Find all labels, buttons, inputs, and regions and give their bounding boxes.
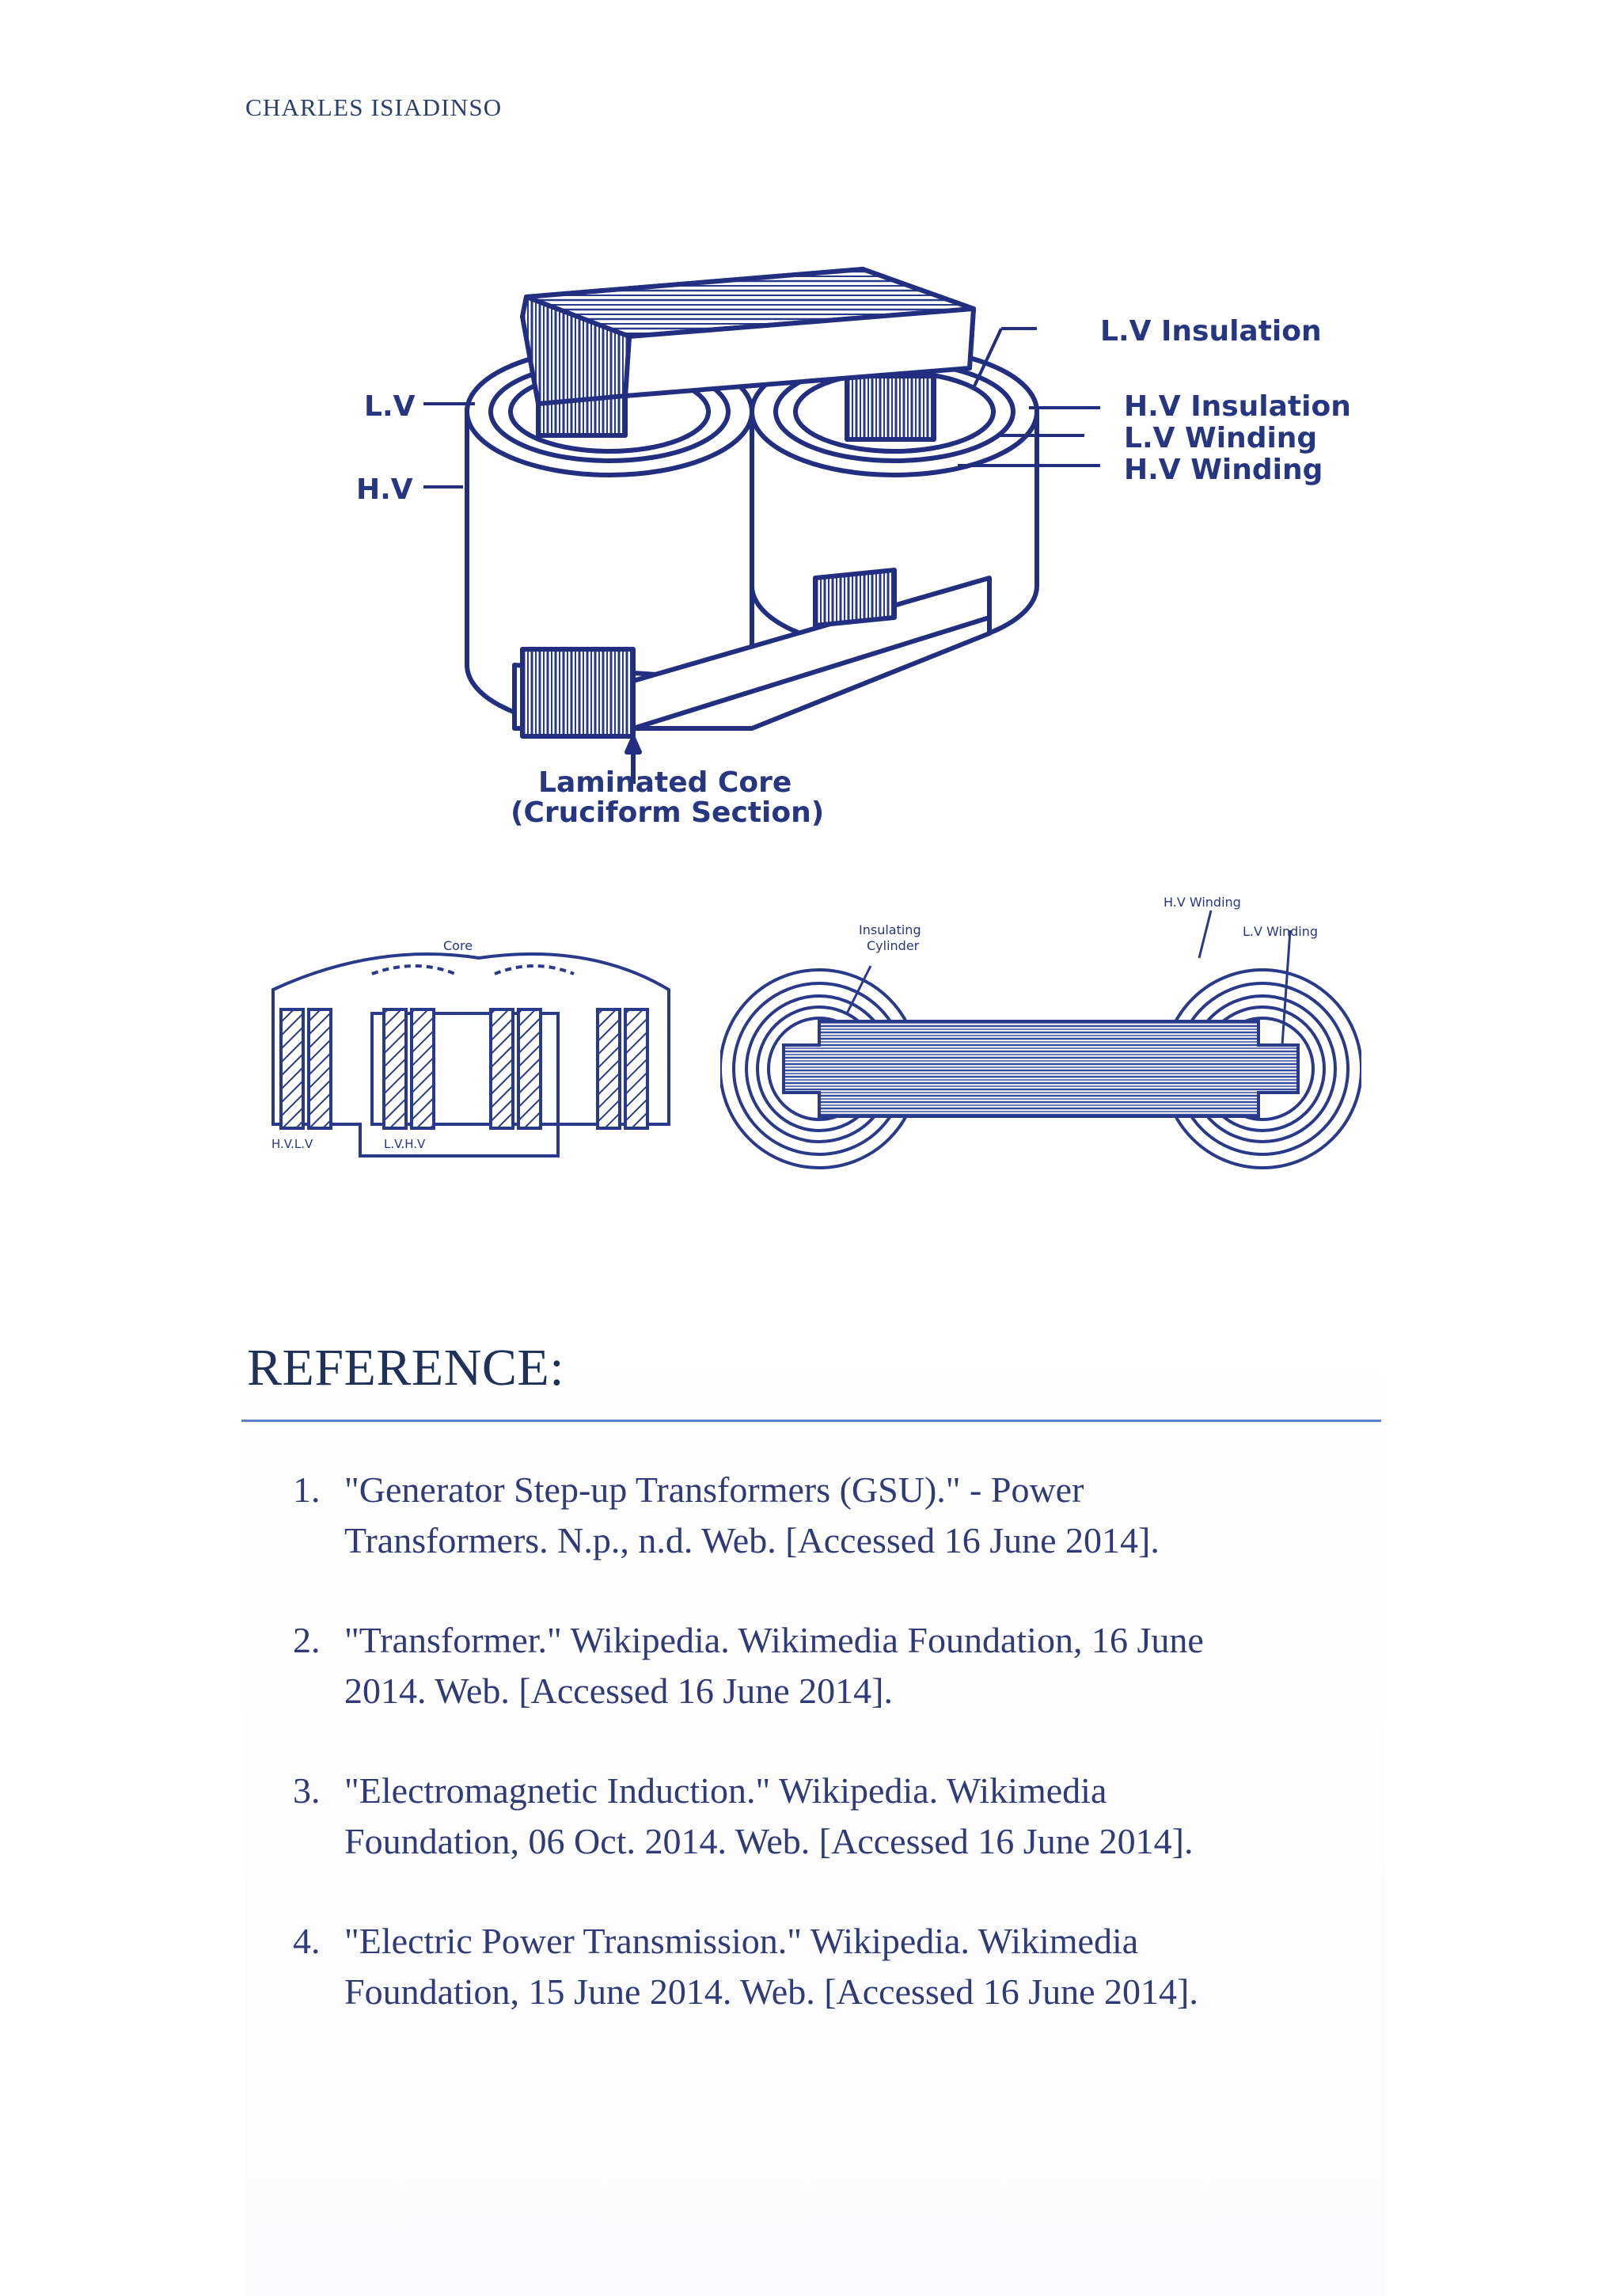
reference-line: Foundation, 15 June 2014. Web. [Accessed… [344,1971,1198,2012]
label-lv: L.V [364,390,416,423]
reference-item: 4. "Electric Power Transmission." Wikipe… [293,1916,1338,2017]
label-lvhv: L.V.H.V [384,1137,426,1151]
reference-number: 2. [293,1620,321,1660]
label-hv-winding-small: H.V Winding [1164,895,1241,910]
label-core: Core [443,938,473,953]
top-view-figure: Insulating Cylinder H.V Winding L.V Wind… [720,879,1361,1196]
reference-line: Foundation, 06 Oct. 2014. Web. [Accessed… [344,1821,1194,1861]
reference-line: "Transformer." Wikipedia. Wikimedia Foun… [344,1620,1204,1660]
reference-line: "Generator Step-up Transformers (GSU)." … [344,1469,1084,1510]
reference-number: 1. [293,1469,321,1510]
label-lv-insulation: L.V Insulation [1100,315,1322,348]
label-hv: H.V [356,473,413,506]
reference-line: "Electric Power Transmission." Wikipedia… [344,1921,1139,1961]
reference-line: "Electromagnetic Induction." Wikipedia. … [344,1770,1107,1811]
reference-list: 1. "Generator Step-up Transformers (GSU)… [293,1465,1338,2066]
page-background [245,1298,1385,2296]
transformer-core-figure: L.V H.V L.V Insulation H.V Insulation L.… [340,174,1361,855]
label-hvlv: H.V.L.V [271,1137,313,1151]
reference-number: 3. [293,1770,321,1811]
label-lv-winding: L.V Winding [1124,422,1317,454]
reference-line: Transformers. N.p., n.d. Web. [Accessed … [344,1520,1160,1560]
label-hv-winding: H.V Winding [1124,454,1323,486]
reference-item: 2. "Transformer." Wikipedia. Wikimedia F… [293,1615,1338,1716]
heading-divider [241,1420,1381,1422]
label-hv-insulation: H.V Insulation [1124,390,1351,423]
label-insulating: Insulating [859,922,921,937]
reference-item: 1. "Generator Step-up Transformers (GSU)… [293,1465,1338,1566]
page-header-author: CHARLES ISIADINSO [245,93,503,121]
label-lv-winding-small: L.V Winding [1243,924,1318,939]
reference-line: 2014. Web. [Accessed 16 June 2014]. [344,1671,893,1711]
reference-heading: REFERENCE: [247,1339,565,1397]
reference-item: 3. "Electromagnetic Induction." Wikipedi… [293,1766,1338,1867]
label-core-line1: Laminated Core [538,766,792,799]
reference-number: 4. [293,1921,321,1961]
label-core-line2: (Cruciform Section) [511,796,824,829]
label-cylinder: Cylinder [867,938,920,953]
core-section-figure: Core H.V.L.V L.V.H.V [257,910,693,1180]
